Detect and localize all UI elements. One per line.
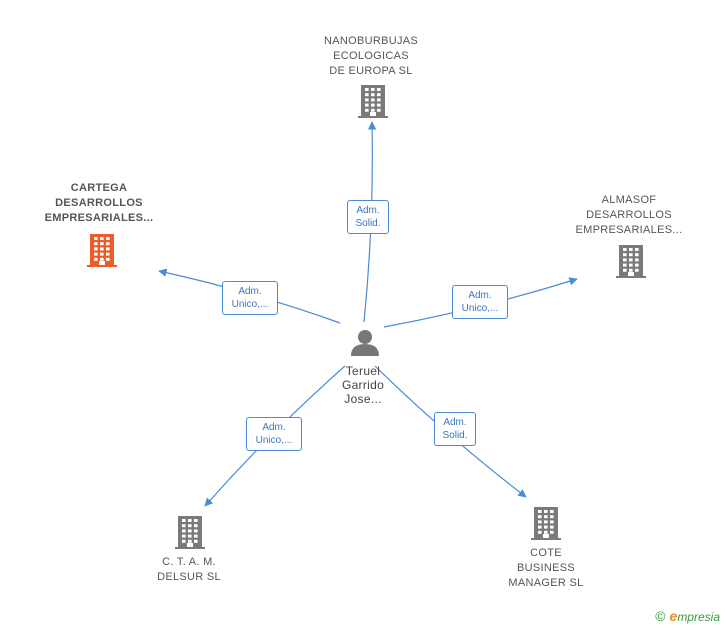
person-label-line: Teruel	[345, 364, 381, 378]
edge-label-line: Solid.	[442, 430, 468, 441]
company-label-nanoburbujas-line: NANOBURBUJAS	[323, 35, 419, 47]
footer-brand[interactable]: ©empresia	[655, 608, 720, 624]
company-label-nanoburbujas: NANOBURBUJAS ECOLOGICAS DE EUROPA SL	[306, 34, 436, 79]
company-label-almasof-line: ALMASOF	[601, 194, 657, 206]
company-label-cote-line: COTE	[530, 547, 562, 559]
copyright-symbol: ©	[655, 608, 666, 624]
building-icon[interactable]	[531, 507, 561, 540]
edge-label-line: Adm.	[356, 205, 380, 216]
company-label-ctam-line: DELSUR SL	[157, 571, 221, 583]
building-icon[interactable]	[358, 85, 388, 118]
edge-label-line: Adm.	[262, 422, 286, 433]
edge-label-cartega[interactable]: Adm. Unico,...	[222, 281, 278, 315]
brand-logo-initial: e	[669, 608, 678, 624]
company-label-cartega-line: EMPRESARIALES...	[44, 212, 154, 224]
company-label-nanoburbujas-line: DE EUROPA SL	[329, 65, 413, 77]
brand-logo-text: mpresia	[677, 610, 720, 624]
company-label-almasof-line: EMPRESARIALES...	[575, 224, 683, 236]
company-label-cote-line: MANAGER SL	[508, 577, 584, 589]
company-label-ctam-line: C. T. A. M.	[162, 556, 216, 568]
person-label-line: Garrido	[341, 378, 385, 392]
company-label-almasof: ALMASOF DESARROLLOS EMPRESARIALES...	[559, 193, 699, 238]
company-label-cote-line: BUSINESS	[516, 562, 576, 574]
edge-label-line: Unico,...	[231, 299, 269, 310]
edge-label-line: Adm.	[468, 290, 492, 301]
building-icon[interactable]	[175, 516, 205, 549]
company-label-almasof-line: DESARROLLOS	[586, 209, 672, 221]
edge-label-nanoburbujas[interactable]: Adm. Solid.	[347, 200, 389, 234]
building-icon[interactable]	[616, 245, 646, 278]
edge-label-ctam[interactable]: Adm. Unico,...	[246, 417, 302, 451]
person-icon[interactable]	[351, 330, 379, 356]
edge-label-cote[interactable]: Adm. Solid.	[434, 412, 476, 446]
edge-label-line: Adm.	[443, 417, 467, 428]
edge-label-line: Unico,...	[255, 435, 293, 446]
person-label-line: Jose...	[344, 392, 382, 406]
company-label-cartega-line: CARTEGA	[70, 182, 128, 194]
company-label-nanoburbujas-line: ECOLOGICAS	[333, 50, 409, 62]
edge-label-line: Solid.	[355, 218, 381, 229]
company-label-cartega: CARTEGA DESARROLLOS EMPRESARIALES...	[29, 181, 169, 226]
edge-label-line: Adm.	[238, 286, 262, 297]
company-label-ctam: C. T. A. M. DELSUR SL	[134, 555, 244, 585]
company-label-cote: COTE BUSINESS MANAGER SL	[486, 546, 606, 591]
company-label-cartega-line: DESARROLLOS	[55, 197, 143, 209]
edge-label-line: Unico,...	[461, 303, 499, 314]
edge-label-almasof[interactable]: Adm. Unico,...	[452, 285, 508, 319]
building-icon[interactable]	[87, 234, 117, 267]
